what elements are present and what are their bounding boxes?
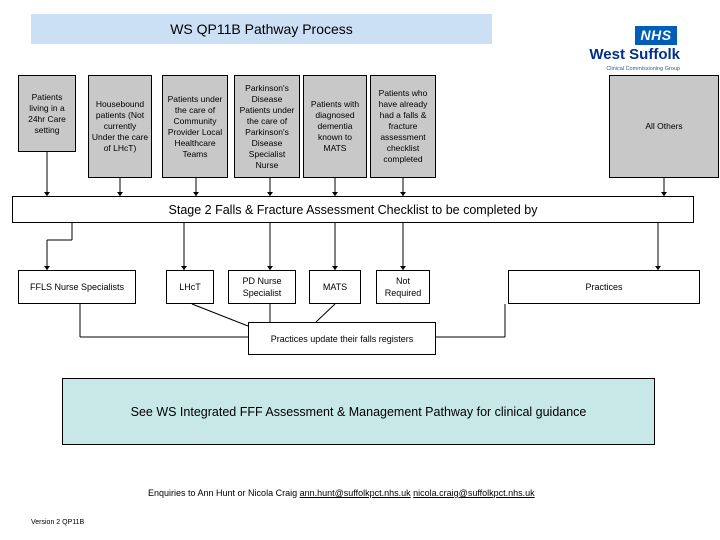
stage2-assessment-bar: Stage 2 Falls & Fracture Assessment Chec…: [12, 196, 694, 223]
diagram-title: WS QP11B Pathway Process: [31, 14, 492, 44]
email-link-ann-hunt[interactable]: ann.hunt@suffolkpct.nhs.uk: [299, 488, 411, 498]
patient-group-parkinsons: Parkinson's Disease Patients under the c…: [234, 75, 300, 178]
email-link-nicola-craig[interactable]: nicola.craig@suffolkpct.nhs.uk: [413, 488, 535, 498]
patient-group-dementia: Patients with diagnosed dementia known t…: [303, 75, 367, 178]
practices-update-registers: Practices update their falls registers: [248, 322, 436, 355]
patient-group-already-assessed: Patients who have already had a falls & …: [370, 75, 436, 178]
patient-group-all-others: All Others: [609, 75, 719, 178]
patient-group-housebound: Housebound patients (Not currently Under…: [88, 75, 152, 178]
organisation-subtitle: Clinical Commissioning Group: [606, 66, 680, 72]
version-label: Version 2 QP11B: [31, 519, 85, 526]
assessor-ffls-nurse: FFLS Nurse Specialists: [18, 270, 136, 304]
enquiries-line: Enquiries to Ann Hunt or Nicola Craig an…: [148, 488, 535, 498]
assessor-not-required: Not Required: [376, 270, 430, 304]
nhs-badge: NHS: [635, 26, 677, 45]
patient-group-community-provider: Patients under the care of Community Pro…: [162, 75, 228, 178]
assessor-pd-nurse: PD Nurse Specialist: [228, 270, 296, 304]
organisation-name: West Suffolk: [589, 46, 680, 63]
assessor-practices: Practices: [508, 270, 700, 304]
patient-group-care-setting: Patients living in a 24hr Care setting: [18, 75, 76, 152]
enquiries-text: Enquiries to Ann Hunt or Nicola Craig: [148, 488, 298, 498]
assessor-mats: MATS: [309, 270, 361, 304]
assessor-lhct: LHcT: [166, 270, 214, 304]
clinical-guidance-box: See WS Integrated FFF Assessment & Manag…: [62, 378, 655, 445]
